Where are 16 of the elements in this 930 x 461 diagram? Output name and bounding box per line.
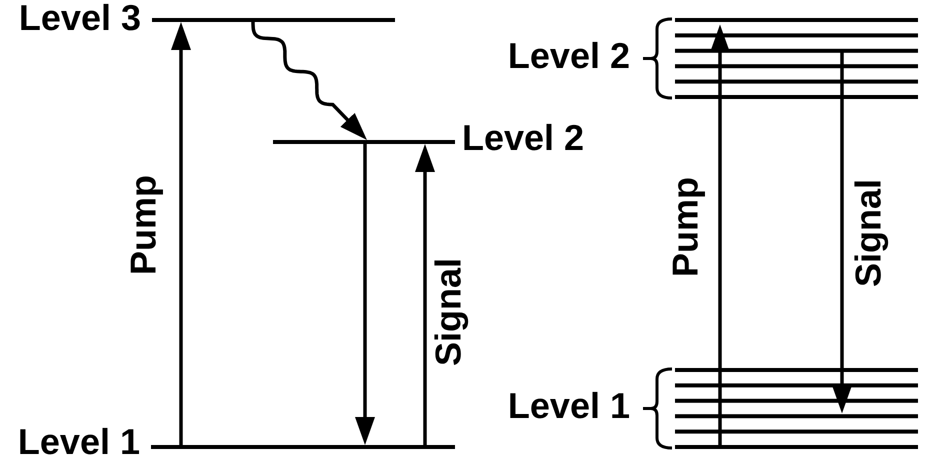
- arrow: [171, 22, 191, 445]
- level-label: Level 2: [508, 38, 630, 74]
- level-label: Level 3: [18, 0, 141, 36]
- arrow: [355, 144, 375, 445]
- level-label: Level 1: [18, 424, 140, 460]
- arrow: [415, 144, 435, 445]
- edge-label: Pump: [122, 175, 164, 275]
- energy-band: [675, 18, 918, 99]
- level-label: Level 1: [508, 388, 630, 424]
- wavy-arrow: [251, 22, 367, 140]
- level-label: Level 2: [462, 120, 584, 156]
- edge-label: Signal: [427, 258, 469, 366]
- edge-label: Pump: [664, 177, 706, 277]
- edge-label: Signal: [847, 178, 889, 288]
- energy-band: [675, 368, 918, 449]
- arrow: [832, 50, 852, 414]
